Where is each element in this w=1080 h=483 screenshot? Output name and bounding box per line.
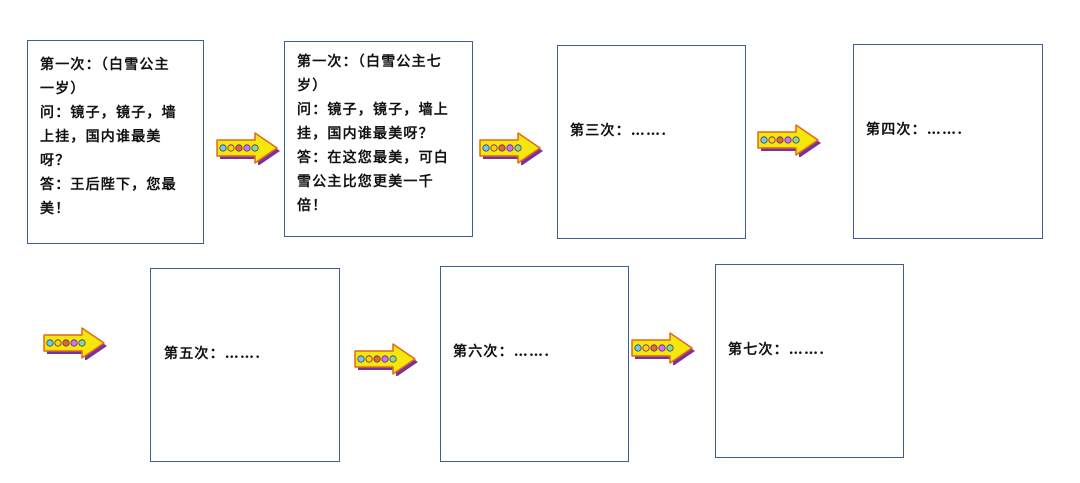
arrow-dot xyxy=(498,144,506,152)
arrow-dot xyxy=(357,355,365,363)
step-box-5: 第五次：……. xyxy=(150,268,340,462)
flow-arrow-icon-3 xyxy=(756,123,824,157)
step-text-7: 第七次：……. xyxy=(728,342,826,358)
arrow-dot xyxy=(666,344,674,352)
flow-arrow-icon-1 xyxy=(215,131,283,165)
arrow-dot xyxy=(219,144,227,152)
arrow-graphic-icon xyxy=(631,332,695,365)
arrow-dot xyxy=(768,136,776,144)
step-text-2: 第一次：（白雪公主七 岁） 问：镜子，镜子，墙上 挂，国内谁最美呀？ 答：在这您… xyxy=(297,54,449,214)
arrow-dot xyxy=(46,339,54,347)
arrow-dot xyxy=(373,355,381,363)
arrow-dot xyxy=(78,339,86,347)
flow-arrow-icon-5 xyxy=(353,342,421,376)
step-text-1: 第一次：（白雪公主 一岁） 问：镜子，镜子，墙 上挂，国内谁最美 呀？ 答：王后… xyxy=(40,57,177,217)
step-box-2: 第一次：（白雪公主七 岁） 问：镜子，镜子，墙上 挂，国内谁最美呀？ 答：在这您… xyxy=(284,41,473,237)
arrow-dot xyxy=(642,344,650,352)
arrow-dot xyxy=(784,136,792,144)
arrow-dot xyxy=(365,355,373,363)
arrow-graphic-icon xyxy=(354,343,418,376)
arrow-dot xyxy=(482,144,490,152)
step-box-3: 第三次：……. xyxy=(557,45,746,239)
arrow-graphic-icon xyxy=(479,132,543,165)
arrow-dot xyxy=(227,144,235,152)
arrow-dot xyxy=(54,339,62,347)
flow-arrow-icon-4 xyxy=(42,326,110,360)
arrow-graphic-icon xyxy=(43,327,107,360)
step-box-1: 第一次：（白雪公主 一岁） 问：镜子，镜子，墙 上挂，国内谁最美 呀？ 答：王后… xyxy=(27,40,204,244)
arrow-dot xyxy=(776,136,784,144)
arrow-dot xyxy=(514,144,522,152)
arrow-dot xyxy=(792,136,800,144)
arrow-dot xyxy=(506,144,514,152)
arrow-dot xyxy=(243,144,251,152)
flow-arrow-icon-2 xyxy=(478,131,546,165)
step-box-6: 第六次：……. xyxy=(440,266,629,462)
step-text-4: 第四次：……. xyxy=(866,122,964,138)
arrow-dot xyxy=(650,344,658,352)
step-text-6: 第六次：……. xyxy=(453,344,551,360)
arrow-dot xyxy=(381,355,389,363)
arrow-dot xyxy=(235,144,243,152)
arrow-dot xyxy=(62,339,70,347)
flow-arrow-icon-6 xyxy=(630,331,698,365)
arrow-graphic-icon xyxy=(757,124,821,157)
arrow-dot xyxy=(634,344,642,352)
arrow-dot xyxy=(70,339,78,347)
step-text-3: 第三次：……. xyxy=(570,123,668,139)
arrow-dot xyxy=(389,355,397,363)
arrow-graphic-icon xyxy=(216,132,280,165)
arrow-dot xyxy=(490,144,498,152)
step-text-5: 第五次：……. xyxy=(164,346,262,362)
arrow-dot xyxy=(658,344,666,352)
step-box-7: 第七次：……. xyxy=(715,264,904,458)
arrow-dot xyxy=(760,136,768,144)
arrow-dot xyxy=(251,144,259,152)
step-box-4: 第四次：……. xyxy=(853,44,1043,239)
